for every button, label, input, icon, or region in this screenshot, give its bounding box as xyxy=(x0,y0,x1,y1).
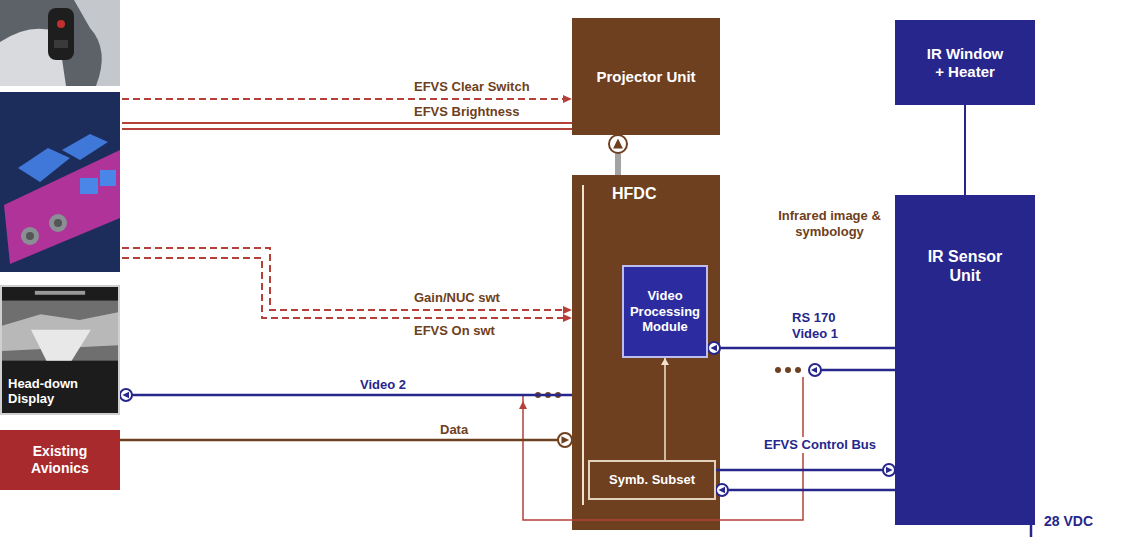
node-label: IR Sensor Unit xyxy=(917,247,1013,285)
image-runway xyxy=(31,330,91,361)
edge-label: EFVS Control Bus xyxy=(762,437,878,453)
edge-label: Data xyxy=(438,422,470,438)
edge-label: RS 170 Video 1 xyxy=(790,310,854,341)
connector-line xyxy=(664,358,666,460)
panel-knob xyxy=(49,214,67,232)
switch-label: EFVS On swt xyxy=(412,323,497,339)
switch-label: EFVS Clear Switch xyxy=(412,79,532,95)
dot xyxy=(775,367,781,373)
photo-switch xyxy=(54,40,68,48)
solid-wire xyxy=(122,128,572,130)
solid-wire xyxy=(122,122,572,124)
photo-stick xyxy=(48,8,74,60)
arrow-circle xyxy=(883,464,895,476)
signal-label: Infrared image & symbology xyxy=(765,208,894,239)
connector xyxy=(120,433,572,447)
switch-label: Gain/NUC swt xyxy=(412,290,502,306)
dashed-wire xyxy=(122,258,566,318)
node-label: Projector Unit xyxy=(578,68,714,86)
wire-arrow xyxy=(811,367,817,373)
panel-block xyxy=(62,134,108,160)
wire-arrow xyxy=(519,401,527,409)
internal-bus xyxy=(582,185,584,505)
module-box: Video Processing Module xyxy=(622,265,708,358)
photo-ground xyxy=(0,0,120,86)
connector xyxy=(716,484,895,496)
stick-photo xyxy=(0,0,120,86)
sensor-box: IR Sensor Unit xyxy=(895,195,1035,525)
arrow-head xyxy=(562,436,570,444)
avionics-box: Existing Avionics xyxy=(0,430,120,490)
edge-label: Video 2 xyxy=(358,377,408,393)
connector xyxy=(965,105,966,195)
display-box: Head-down Display xyxy=(0,285,120,415)
node-label: HFDC xyxy=(612,184,720,203)
power-label: 28 VDC xyxy=(1042,513,1095,530)
connector-line xyxy=(120,394,572,397)
node-label: Existing Avionics xyxy=(6,443,114,477)
switch-wires xyxy=(122,99,572,318)
continuation-dots xyxy=(535,367,801,398)
hfdc-box: HFDC Video Processing ModuleSymb. Subset xyxy=(572,175,720,530)
arrow-circle xyxy=(708,342,720,354)
power-line xyxy=(1030,525,1033,537)
wire-arrow xyxy=(563,314,572,322)
arrow-head xyxy=(710,345,717,352)
arrow-head xyxy=(718,487,725,494)
panel-button xyxy=(100,170,116,186)
connector-line xyxy=(120,439,572,442)
connector xyxy=(120,389,572,401)
arrow-head xyxy=(886,467,893,474)
panel-knob xyxy=(26,232,34,240)
node-label: IR Window + Heater xyxy=(923,45,1007,81)
arrow-head xyxy=(122,392,129,399)
dot xyxy=(785,367,791,373)
image-ground xyxy=(2,287,118,413)
photo-button xyxy=(57,20,65,28)
node-label: Symb. Subset xyxy=(594,472,710,488)
bypass-wire xyxy=(523,377,803,520)
arrow-circle xyxy=(809,364,821,376)
arrow-circle xyxy=(120,389,132,401)
dashed-wire xyxy=(122,98,566,100)
hfdc-housing xyxy=(572,175,720,530)
panel-knob xyxy=(54,219,62,227)
connector xyxy=(661,358,669,460)
connector-line xyxy=(716,469,895,472)
arrow-head xyxy=(661,358,669,365)
projector-box: Projector Unit xyxy=(572,18,720,135)
panel-button xyxy=(80,178,98,194)
connector-line xyxy=(964,105,966,195)
panel-ground xyxy=(0,92,120,272)
arrow-head xyxy=(613,139,623,149)
connector xyxy=(708,342,895,354)
panel-knob xyxy=(21,227,39,245)
wire-arrow xyxy=(563,95,572,103)
video-line xyxy=(816,369,895,372)
dot xyxy=(795,367,801,373)
photo-boot xyxy=(74,0,120,86)
panel-block xyxy=(18,148,70,182)
connector-line xyxy=(708,347,895,350)
connector xyxy=(609,135,627,175)
node-label: Video Processing Module xyxy=(627,288,703,335)
arrow-circle xyxy=(609,135,627,153)
panel-illustration xyxy=(0,92,120,272)
connector xyxy=(716,464,895,476)
node-label: Head-down Display xyxy=(8,376,112,407)
wire-arrow xyxy=(563,306,572,314)
arrow-circle xyxy=(716,484,728,496)
image-sky xyxy=(2,301,118,361)
window-box: IR Window + Heater xyxy=(895,20,1035,105)
subset-box: Symb. Subset xyxy=(588,460,716,500)
switch-label: EFVS Brightness xyxy=(412,104,521,120)
image-symbology xyxy=(35,291,85,295)
arrow-circle xyxy=(558,433,572,447)
connector-line xyxy=(716,489,895,492)
